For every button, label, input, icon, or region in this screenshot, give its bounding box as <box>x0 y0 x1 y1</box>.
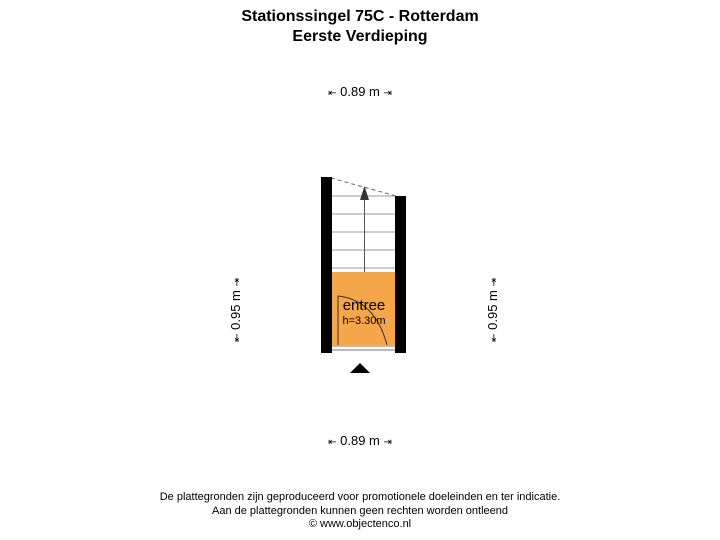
dimension-arrow-start-icon: ⇤ <box>328 88 337 99</box>
stair-treads <box>332 195 395 269</box>
dimension-bottom-width: ⇤ 0.89 m ⇥ <box>0 433 720 451</box>
disclaimer-line-1: De plattegronden zijn geproduceerd voor … <box>159 491 561 503</box>
dimension-bottom-value: 0.89 m <box>340 433 380 448</box>
plan-title-address: Stationssingel 75C - Rotterdam <box>241 8 479 25</box>
dimension-arrow-end-icon: ⇥ <box>383 437 392 448</box>
dimension-top-value: 0.89 m <box>340 84 380 99</box>
entrance-marker-icon <box>350 363 370 373</box>
copyright-line: © www.objectenco.nl <box>308 518 412 530</box>
dimension-arrow-end-icon: ⇥ <box>383 88 392 99</box>
door-arc <box>337 295 388 346</box>
room-entree-fill <box>332 272 395 345</box>
dimension-top-width: ⇤ 0.89 m ⇥ <box>0 84 720 102</box>
dimension-arrow-start-icon: ⇤ <box>328 437 337 448</box>
stair-top-dashed-line <box>330 177 397 197</box>
door-swing <box>337 295 388 346</box>
plan-title-floor: Eerste Verdieping <box>292 28 428 45</box>
wall-right <box>395 196 406 353</box>
door-threshold <box>332 345 395 351</box>
stair-direction-arrow-icon <box>360 186 369 200</box>
room-name-label: entree <box>342 297 386 314</box>
wall-left <box>321 177 332 353</box>
room-height-label: h=3.30m <box>342 315 386 327</box>
disclaimer-line-2: Aan de plattegronden kunnen geen rechten… <box>211 505 508 517</box>
